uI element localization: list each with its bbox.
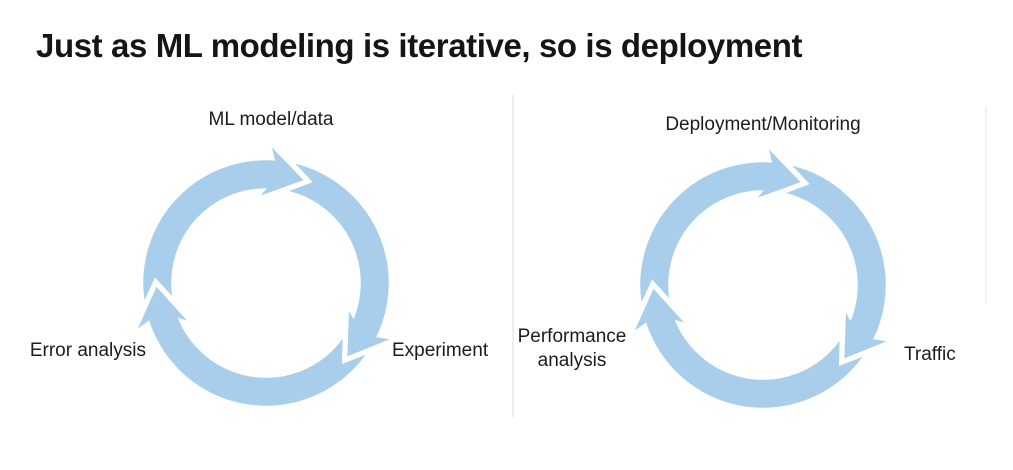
deployment-cycle-top-label: Deployment/Monitoring — [665, 114, 861, 135]
ml-cycle-left-label: Error analysis — [29, 340, 146, 361]
ml-cycle-right-label: Experiment — [392, 340, 489, 361]
circular-arrows-icon-deployment-cycle — [618, 140, 908, 430]
deployment-cycle-right-label: Traffic — [904, 344, 956, 365]
ml-cycle-top-label: ML model/data — [208, 109, 334, 130]
deployment-cycle-left-label: Performance analysis — [517, 326, 627, 371]
circular-arrows-icon-ml-cycle — [121, 138, 411, 428]
divider-hairline-center — [512, 95, 514, 417]
divider-hairline-right — [985, 106, 987, 304]
slide-title: Just as ML modeling is iterative, so is … — [36, 27, 803, 64]
